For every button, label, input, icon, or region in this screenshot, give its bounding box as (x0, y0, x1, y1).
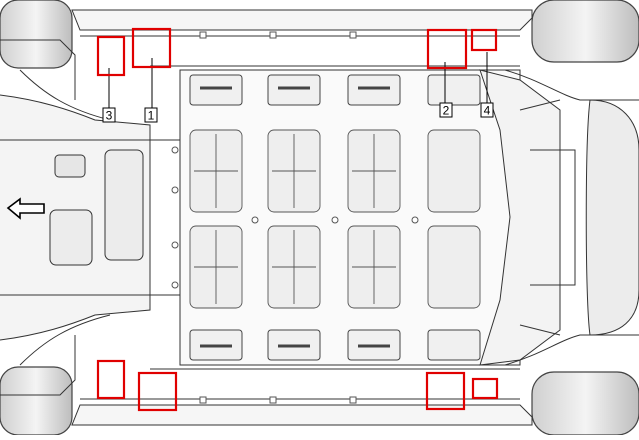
callout-labels: 1 2 3 4 (102, 102, 494, 123)
tire-front-left (0, 0, 73, 69)
highlight-point-3-right (96, 359, 126, 400)
highlight-point-1-left (131, 27, 172, 69)
callout-1: 1 (144, 107, 158, 123)
callout-2-text: 2 (443, 104, 450, 118)
rocker-rail-left (71, 9, 533, 31)
highlight-point-2-right (425, 371, 466, 411)
rear-suspension (479, 69, 561, 366)
callout-3-text: 3 (106, 109, 113, 123)
mount-holes (171, 31, 419, 404)
highlight-point-1-right (137, 371, 178, 412)
spare-wheel-well (585, 99, 639, 336)
rocker-rail-right (71, 404, 533, 426)
highlight-point-4-right (471, 377, 499, 400)
callout-3: 3 (102, 107, 116, 123)
arrow-left-icon (6, 197, 45, 220)
tire-rear-left (531, 0, 639, 63)
highlight-point-4-left (470, 28, 498, 52)
callout-4-text: 4 (484, 104, 491, 118)
callout-2: 2 (439, 102, 453, 118)
underbody-structure (0, 9, 639, 426)
callout-1-text: 1 (148, 109, 155, 123)
highlight-boxes (96, 27, 499, 412)
tire-rear-right (531, 371, 639, 436)
highlight-point-2-left (426, 28, 468, 70)
floor-panels (189, 129, 481, 309)
cross-members (189, 74, 481, 361)
tire-front-right (0, 366, 73, 436)
highlight-point-3-left (96, 35, 126, 77)
callout-4: 4 (480, 102, 494, 118)
floor-pan (179, 69, 521, 366)
